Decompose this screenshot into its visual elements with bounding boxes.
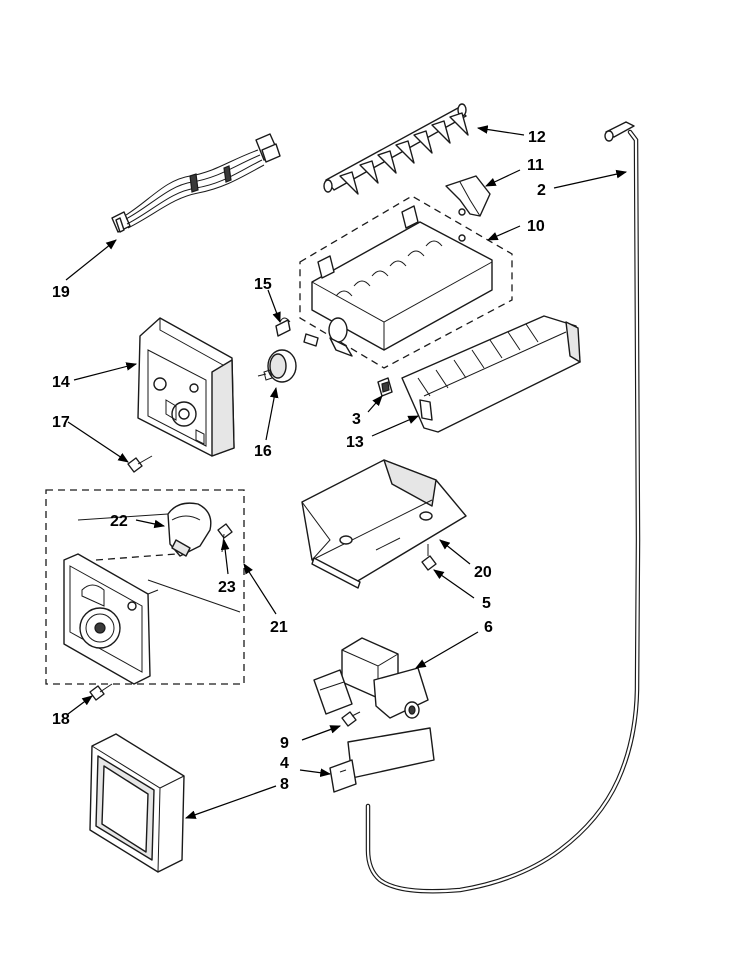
callout-9: 9 [280,735,289,752]
stripper-part-13 [401,315,581,433]
motor-part-22 [167,502,212,557]
callout-22: 22 [110,513,128,530]
callout-8: 8 [280,776,289,793]
callout-19: 19 [52,284,70,301]
callout-10: 10 [527,218,545,235]
callouts: 12 11 2 10 19 15 14 3 17 13 16 22 20 23 … [52,129,546,793]
mold-part-10 [299,195,513,369]
callout-4: 4 [280,755,289,772]
callout-20: 20 [474,564,492,581]
motor-assembly-part-21 [45,489,245,685]
callout-2: 2 [537,182,546,199]
cover-part-20 [301,459,467,589]
callout-11: 11 [527,157,544,174]
callout-18: 18 [52,711,70,728]
callout-5: 5 [482,595,491,612]
water-valve-part-6 [313,637,429,719]
callout-15: 15 [254,276,272,293]
callout-16: 16 [254,443,272,460]
callout-17: 17 [52,414,70,431]
callout-12: 12 [528,129,546,146]
thermostat-part-16 [257,349,297,383]
callout-6: 6 [484,619,493,636]
callout-13: 13 [346,434,364,451]
fill-tube-part-2 [365,121,641,894]
ejector-part-12 [323,103,469,195]
spring-part-15 [275,317,291,337]
callout-3: 3 [352,411,361,428]
screw-part-9 [341,711,361,727]
bracket-part-4 [329,727,435,793]
screw-part-5 [421,544,437,571]
screw-part-23 [217,523,233,553]
screw-part-18 [89,683,113,701]
screw-part-17 [127,455,153,473]
callout-14: 14 [52,374,70,391]
wire-harness-part-19 [111,133,281,233]
callout-23: 23 [218,579,236,596]
leader-lines [65,125,628,819]
callout-21: 21 [270,619,288,636]
tray-part-8 [89,733,185,873]
bracket-part-11 [445,175,491,217]
control-housing-part-14 [137,317,235,457]
clip-part-3 [377,377,393,397]
